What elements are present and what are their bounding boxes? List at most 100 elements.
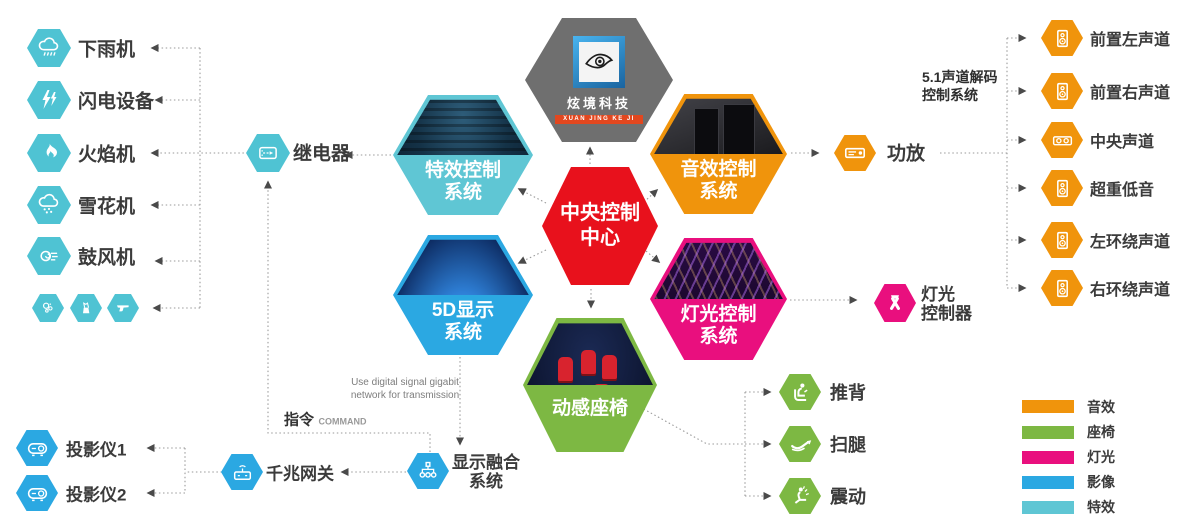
legend-swatch-video xyxy=(1022,476,1074,489)
vibration-hex xyxy=(779,478,821,514)
company-name: 炫境科技 xyxy=(566,96,631,111)
front-left-channel-hex xyxy=(1041,20,1083,56)
speaker-icon xyxy=(1050,228,1075,253)
motion-seat-photo xyxy=(527,323,653,385)
projector2-label: 投影仪2 xyxy=(66,485,127,505)
company-logo-hex: 炫境科技 XUAN JING KE JI xyxy=(525,18,673,142)
front-right-channel-hex xyxy=(1041,73,1083,109)
flame-machine-label: 火焰机 xyxy=(78,144,136,166)
central-control-hex: 中央控制 中心 xyxy=(542,167,658,285)
speaker-photo-shape xyxy=(693,108,720,154)
leg-sweep-icon xyxy=(788,432,813,457)
fog-machine-icon xyxy=(77,299,95,317)
front-right-channel-label: 前置右声道 xyxy=(1090,85,1171,102)
eye-icon xyxy=(582,45,616,79)
speaker-icon xyxy=(1050,79,1075,104)
lighting-system-label: 灯光控制 系统 xyxy=(680,303,757,347)
company-tagline: XUAN JING KE JI xyxy=(555,115,643,124)
light-controller-label: 灯光 控制器 xyxy=(921,285,972,323)
projector-icon xyxy=(25,436,50,461)
rain-machine-label: 下雨机 xyxy=(78,39,136,61)
lightning-device-hex xyxy=(27,81,71,119)
blower-machine-hex xyxy=(27,237,71,275)
audio-system-label: 音效控制 系统 xyxy=(680,158,757,202)
display-fusion-label: 显示融合 系统 xyxy=(452,453,520,491)
logo-eye-frame xyxy=(573,36,625,88)
blower-machine-label: 鼓风机 xyxy=(78,247,136,269)
display-5d-system-hex: 5D显示 系统 xyxy=(393,235,533,355)
projector-icon xyxy=(25,481,50,506)
speaker-icon xyxy=(1050,276,1075,301)
motion-seat-label: 动感座椅 xyxy=(551,398,628,420)
legend-swatch-effects xyxy=(1022,501,1074,514)
front-left-channel-label: 前置左声道 xyxy=(1090,32,1171,49)
display-5d-label: 5D显示 系统 xyxy=(431,299,495,343)
snow-machine-hex xyxy=(27,186,71,224)
transmission-note: Use digital signal gigabit network for t… xyxy=(350,377,460,401)
flame-machine-hex xyxy=(27,134,71,172)
surround-right-hex xyxy=(1041,270,1083,306)
decoder-note: 5.1声道解码 控制系统 xyxy=(922,69,998,103)
audio-system-hex: 音效控制 系统 xyxy=(650,94,787,214)
seat-push-icon xyxy=(788,380,813,405)
stage-light-icon xyxy=(882,290,908,316)
rain-machine-icon xyxy=(36,35,62,61)
center-channel-label: 中央声道 xyxy=(1090,134,1155,151)
gun-icon xyxy=(114,299,132,317)
leg-sweep-label: 扫腿 xyxy=(830,435,866,455)
surround-left-hex xyxy=(1041,222,1083,258)
surround-left-label: 左环绕声道 xyxy=(1090,234,1171,251)
logo-eye xyxy=(579,42,619,82)
lighting-system-hex: 灯光控制 系统 xyxy=(650,238,787,360)
audio-photo xyxy=(654,98,783,154)
speaker-photo-shape xyxy=(722,103,755,154)
special-effects-label: 特效控制 系统 xyxy=(424,159,501,203)
blower-icon xyxy=(36,243,62,269)
center-channel-hex xyxy=(1041,122,1083,158)
legend-label-light: 灯光 xyxy=(1087,449,1115,465)
amplifier-hex xyxy=(834,135,876,171)
legend-label-seat: 座椅 xyxy=(1087,424,1115,440)
subwoofer-hex xyxy=(1041,170,1083,206)
legend-label-effects: 特效 xyxy=(1087,499,1115,515)
legend-label-audio: 音效 xyxy=(1087,399,1115,415)
relay-icon xyxy=(255,140,281,166)
legend-swatch-audio xyxy=(1022,400,1074,413)
projector1-label: 投影仪1 xyxy=(66,440,127,460)
center-speaker-icon xyxy=(1050,128,1075,153)
fog-machine-hex xyxy=(70,294,102,322)
bubble-machine-hex xyxy=(32,294,64,322)
projector2-hex xyxy=(16,475,58,511)
command-label: 指令 COMMAND xyxy=(284,411,367,429)
vibration-icon xyxy=(788,484,813,509)
push-back-hex xyxy=(779,374,821,410)
rain-machine-hex xyxy=(27,29,71,67)
legend-label-video: 影像 xyxy=(1087,474,1115,490)
amplifier-label: 功放 xyxy=(887,143,926,165)
subwoofer-label: 超重低音 xyxy=(1090,182,1155,199)
leg-sweep-hex xyxy=(779,426,821,462)
surround-right-label: 右环绕声道 xyxy=(1090,282,1171,299)
relay-hex xyxy=(246,134,290,172)
vibration-label: 震动 xyxy=(830,487,866,507)
display-fusion-hex xyxy=(407,453,449,489)
amplifier-icon xyxy=(842,140,868,166)
seat-photo-shapes xyxy=(552,342,627,385)
push-back-label: 推背 xyxy=(830,383,866,403)
lightning-device-label: 闪电设备 xyxy=(78,91,155,113)
snowflake-icon xyxy=(36,192,62,218)
lightning-icon xyxy=(37,88,61,112)
flame-icon xyxy=(37,141,62,166)
gun-prop-hex xyxy=(107,294,139,322)
speaker-icon xyxy=(1050,176,1075,201)
speaker-icon xyxy=(1050,26,1075,51)
legend-swatch-seat xyxy=(1022,426,1074,439)
bubble-machine-icon xyxy=(39,299,57,317)
light-controller-hex xyxy=(874,284,916,322)
gateway-hex xyxy=(221,454,263,490)
projector1-hex xyxy=(16,430,58,466)
router-icon xyxy=(230,460,255,485)
relay-label: 继电器 xyxy=(293,143,351,165)
motion-seat-hex: 动感座椅 xyxy=(523,318,657,452)
